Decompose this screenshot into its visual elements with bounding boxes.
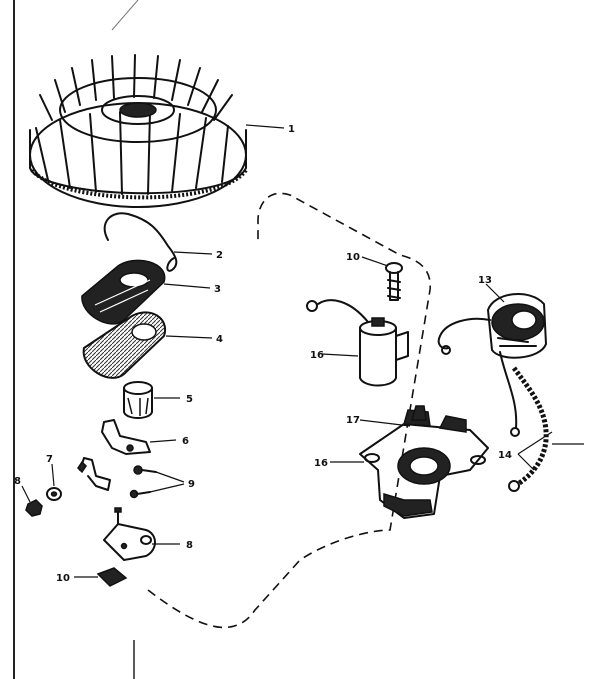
callout-clip: 17	[346, 415, 360, 426]
callout-lead-wires: 14	[498, 450, 512, 461]
coil-part	[487, 292, 547, 359]
callout-breaker-arm: 6	[182, 436, 189, 447]
assembly-dashed-outline	[147, 192, 431, 629]
screws-part	[129, 465, 157, 499]
callout-gasket: 4	[216, 334, 223, 345]
cam-part	[123, 381, 153, 419]
flywheel-part	[29, 54, 248, 208]
callout-screws: 9	[188, 479, 195, 490]
pivot-plate-part	[103, 507, 156, 561]
callout-felt: 10	[56, 573, 70, 584]
breaker-arm-part	[101, 419, 151, 455]
condenser-screw-part	[385, 262, 403, 301]
callout-condenser: 16	[310, 350, 324, 361]
callout-washer: 7	[46, 454, 53, 465]
callout-flywheel: 1	[288, 124, 295, 135]
callout-nut: 8	[14, 476, 21, 487]
callout-coil: 13	[478, 275, 492, 286]
condenser-part	[306, 299, 409, 387]
callout-cover: 3	[214, 284, 221, 295]
lead-wires-part	[437, 317, 549, 492]
washer-part	[46, 487, 62, 501]
nut-part	[25, 499, 43, 517]
callout-pivot-plate: 8	[186, 540, 193, 551]
spring-part	[103, 212, 178, 272]
clip-part	[411, 405, 427, 421]
scan-border	[13, 0, 139, 679]
callout-armature-plate: 16	[314, 458, 328, 469]
felt-part	[96, 567, 128, 587]
gasket-part	[82, 311, 167, 379]
callout-condenser-screw: 10	[346, 252, 360, 263]
callout-spring: 2	[216, 250, 223, 261]
cover-part	[81, 259, 166, 325]
callout-cam: 5	[186, 394, 193, 405]
armature-plate-part	[359, 409, 489, 519]
breaker-point-part	[77, 457, 111, 491]
